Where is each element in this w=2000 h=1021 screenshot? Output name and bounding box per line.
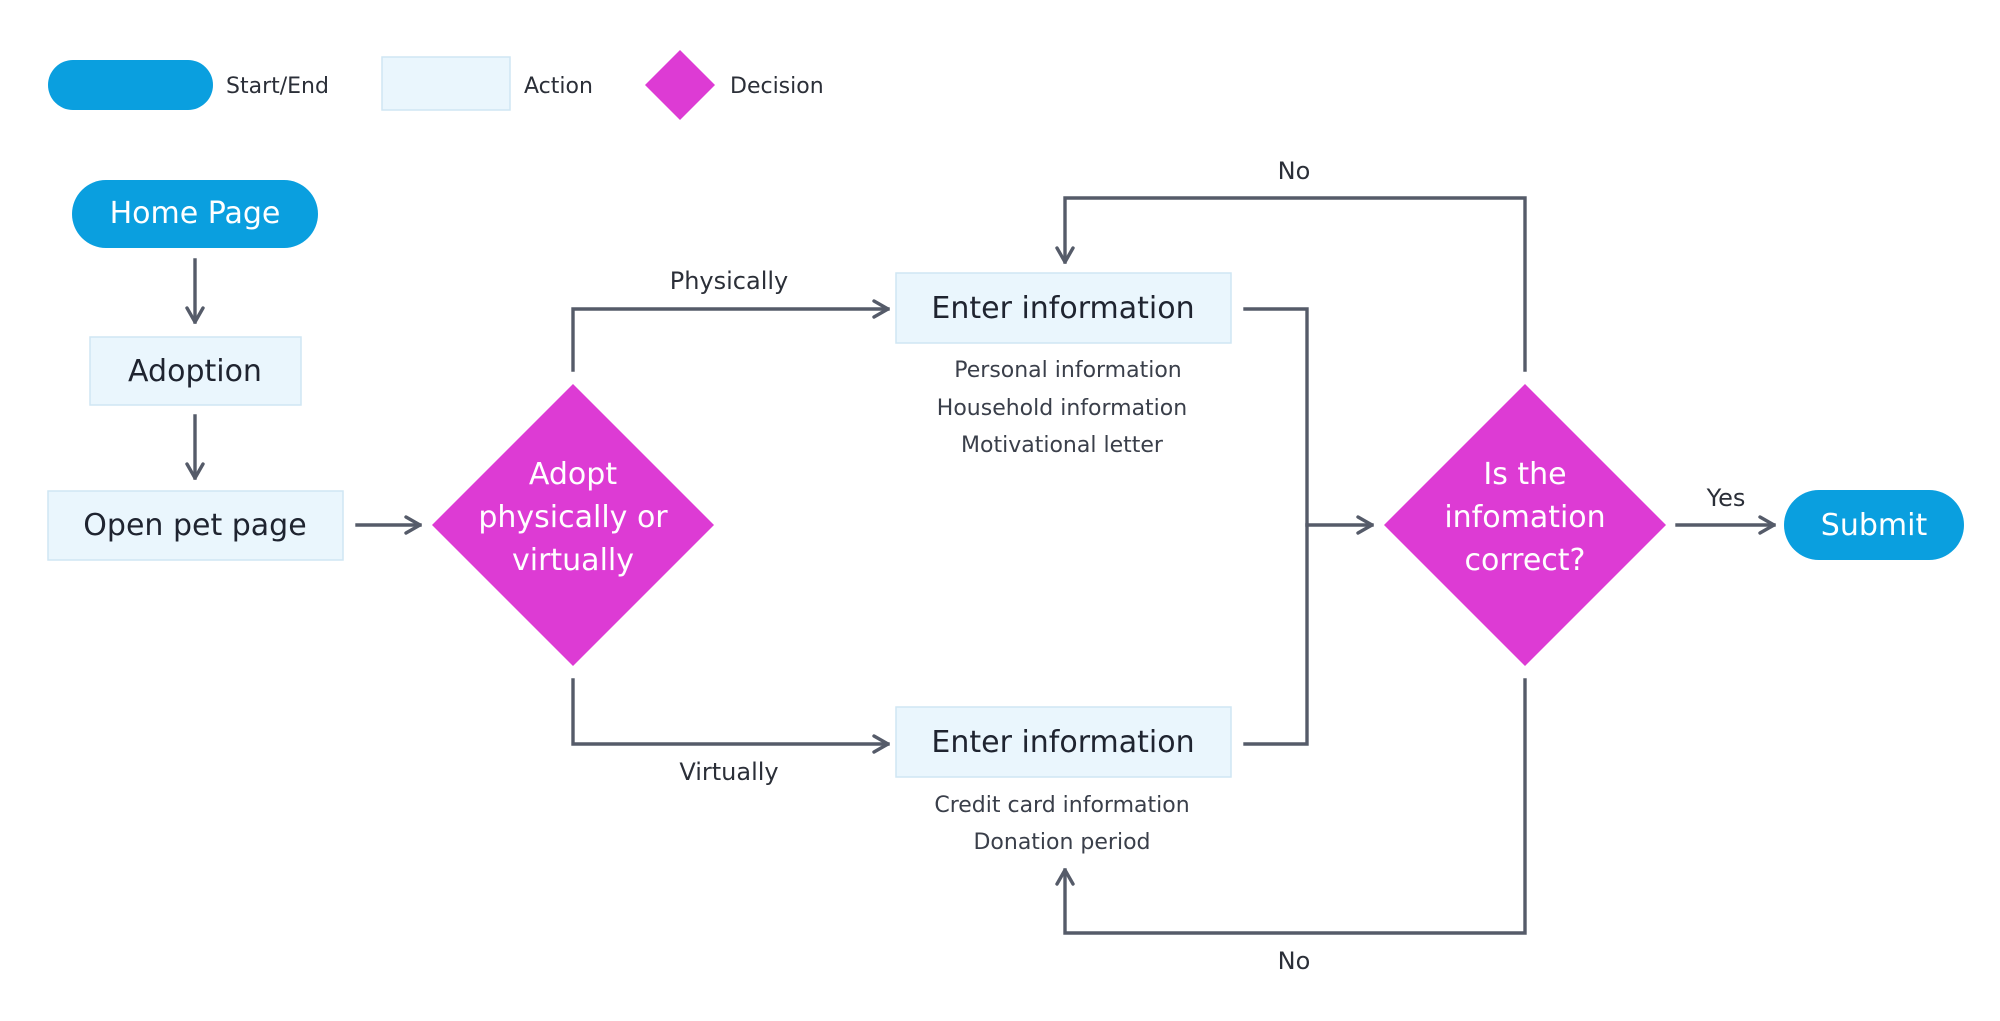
detail-motivational-letter: Motivational letter [961,433,1164,458]
node-adoption[interactable]: Adoption [89,336,302,406]
edge-physically [571,299,890,372]
node-home-page[interactable]: Home Page [72,180,318,248]
node-adopt-decision-line3: virtually [512,543,634,578]
node-check-decision-line1: Is the [1483,457,1566,492]
legend: Start/End Action Decision [48,50,824,120]
edge-label-physically: Physically [670,267,789,295]
detail-donation-period: Donation period [973,830,1150,855]
detail-household-information: Household information [937,396,1187,421]
node-adopt-decision-line1: Adopt [529,457,617,492]
node-enter-info-virtual-label: Enter information [931,725,1194,760]
edge-label-yes: Yes [1706,484,1746,512]
node-home-page-label: Home Page [110,196,281,231]
edge-label-no-bottom: No [1278,947,1311,975]
physical-details: Personal information Household informati… [937,358,1187,458]
edge-label-no-top: No [1278,157,1311,185]
node-submit-label: Submit [1821,508,1928,543]
edge-physical-info-merge [1243,307,1309,746]
edge-no-bottom [1055,678,1527,935]
edge-no-top [1055,196,1527,372]
node-adopt-decision[interactable]: Adopt physically or virtually [432,384,714,666]
connectors [185,196,1776,935]
legend-action-swatch [381,56,511,111]
detail-personal-information: Personal information [954,358,1182,383]
legend-start-end-swatch [48,60,213,110]
node-submit[interactable]: Submit [1784,490,1964,560]
node-adoption-label: Adoption [128,354,262,389]
node-adopt-decision-line2: physically or [478,500,668,535]
node-enter-info-physical[interactable]: Enter information [895,272,1232,344]
legend-action-label: Action [524,74,593,99]
node-check-decision[interactable]: Is the infomation correct? [1384,384,1666,666]
legend-decision-swatch [645,50,715,120]
node-open-pet-page-label: Open pet page [83,508,306,543]
edge-label-virtually: Virtually [679,758,778,786]
virtual-details: Credit card information Donation period [934,793,1189,855]
node-enter-info-virtual[interactable]: Enter information [895,706,1232,778]
edge-virtually [571,678,890,754]
node-open-pet-page[interactable]: Open pet page [47,490,344,561]
node-check-decision-line3: correct? [1465,543,1586,578]
legend-decision-label: Decision [730,74,824,99]
node-enter-info-physical-label: Enter information [931,291,1194,326]
legend-start-end-label: Start/End [226,74,329,99]
detail-credit-card-information: Credit card information [934,793,1189,818]
node-check-decision-line2: infomation [1444,500,1605,535]
